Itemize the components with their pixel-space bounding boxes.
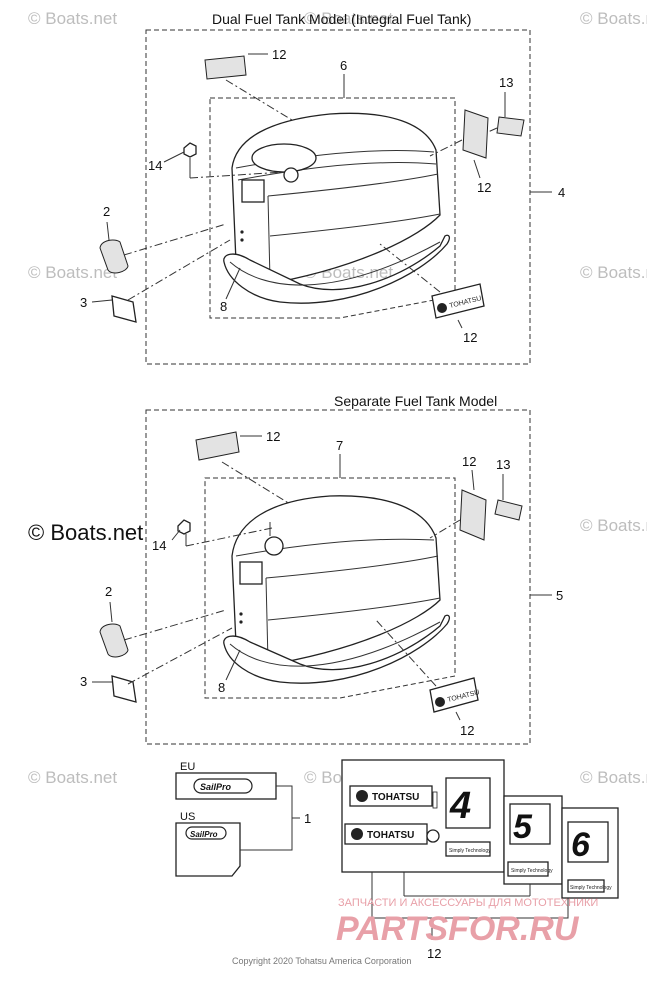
badge-2-bottom — [99, 623, 129, 658]
sailpro-logo-us: SailPro — [190, 830, 218, 839]
callout-2: 2 — [105, 584, 112, 599]
number-6: 6 — [571, 826, 591, 864]
number-6-decal — [567, 821, 609, 863]
label-us: US — [180, 811, 195, 823]
partsfor-logo: PARTSFOR.RU — [336, 910, 580, 948]
grommet-14-top — [183, 142, 197, 158]
callout-8: 8 — [218, 680, 225, 695]
simply-decal-6 — [567, 879, 605, 893]
callout-14: 14 — [152, 538, 166, 553]
watermark-topleft: © Boats.net — [28, 9, 117, 28]
sticker-13-bottom — [494, 499, 523, 521]
watermark-centerright: © Boats.net — [580, 516, 647, 535]
tohatsu-text-1: TOHATSU — [372, 792, 419, 803]
callout-1: 1 — [304, 811, 311, 826]
grommet-14-bottom — [177, 519, 191, 535]
number-5-decal — [509, 803, 551, 845]
watermark-midright: © Boats.net — [580, 263, 647, 282]
simply-text-5: Simply Technology — [511, 868, 553, 874]
callout-14: 14 — [148, 158, 162, 173]
callout-12-bottom: 12 — [460, 723, 474, 738]
sticker-12-right — [462, 109, 489, 159]
tohatsu-text-2: TOHATSU — [367, 830, 414, 841]
watermark-topmid: © Boats.net — [304, 9, 393, 28]
callout-2: 2 — [103, 204, 110, 219]
badge-2-top — [99, 239, 129, 274]
callout-12-sheets: 12 — [427, 946, 441, 961]
number-5: 5 — [513, 808, 533, 846]
cover-box-7 — [204, 477, 456, 699]
warning-label-3-top — [111, 295, 137, 323]
watermark-lowleft: © Boats.net — [28, 768, 117, 787]
engine-cover-bottom — [223, 495, 451, 684]
warning-label-3-bottom — [111, 675, 137, 703]
simply-text-4: Simply Technology — [449, 848, 491, 854]
callout-6: 6 — [340, 58, 347, 73]
assembly-box-5 — [145, 409, 531, 745]
sticker-12-top — [204, 55, 247, 80]
callout-12: 12 — [272, 47, 286, 62]
title-dual-fuel: Dual Fuel Tank Model (Integral Fuel Tank… — [212, 11, 471, 27]
assembly-box-4 — [145, 29, 531, 365]
watermark-large: © Boats.net — [28, 520, 143, 545]
sticker-12-top2 — [195, 431, 240, 461]
tohatsu-decal-1 — [349, 785, 433, 807]
callout-13: 13 — [496, 457, 510, 472]
number-4-decal — [445, 777, 491, 829]
simply-text-6: Simply Technology — [570, 885, 612, 891]
callout-4: 4 — [558, 185, 565, 200]
engine-cover-top — [223, 112, 451, 304]
sticker-13-top — [496, 116, 525, 137]
callout-12-right: 12 — [477, 180, 491, 195]
simply-decal-4 — [445, 841, 491, 857]
number-4: 4 — [449, 785, 471, 827]
callout-8: 8 — [220, 299, 227, 314]
simply-decal-5 — [507, 861, 549, 877]
round-decal — [426, 829, 440, 843]
partsfor-tagline: ЗАПЧАСТИ И АКСЕССУАРЫ ДЛЯ МОТОТЕХНИКИ — [338, 897, 598, 909]
title-separate-fuel: Separate Fuel Tank Model — [334, 393, 497, 409]
callout-13: 13 — [499, 75, 513, 90]
callout-12-right: 12 — [462, 454, 476, 469]
watermark-lowright: © Boats.net — [580, 768, 647, 787]
callout-12-bottom: 12 — [463, 330, 477, 345]
callout-3: 3 — [80, 674, 87, 689]
watermark-topright: © Boats.net — [580, 9, 647, 28]
label-eu: EU — [180, 761, 195, 773]
callout-3: 3 — [80, 295, 87, 310]
callout-7: 7 — [336, 438, 343, 453]
sailpro-logo-eu: SailPro — [200, 782, 232, 792]
callout-12: 12 — [266, 429, 280, 444]
copyright-text: Copyright 2020 Tohatsu America Corporati… — [232, 956, 411, 966]
cover-box-6 — [209, 97, 456, 319]
sticker-12-right2 — [459, 489, 487, 541]
callout-5: 5 — [556, 588, 563, 603]
watermark-midleft: © Boats.net — [28, 263, 117, 282]
